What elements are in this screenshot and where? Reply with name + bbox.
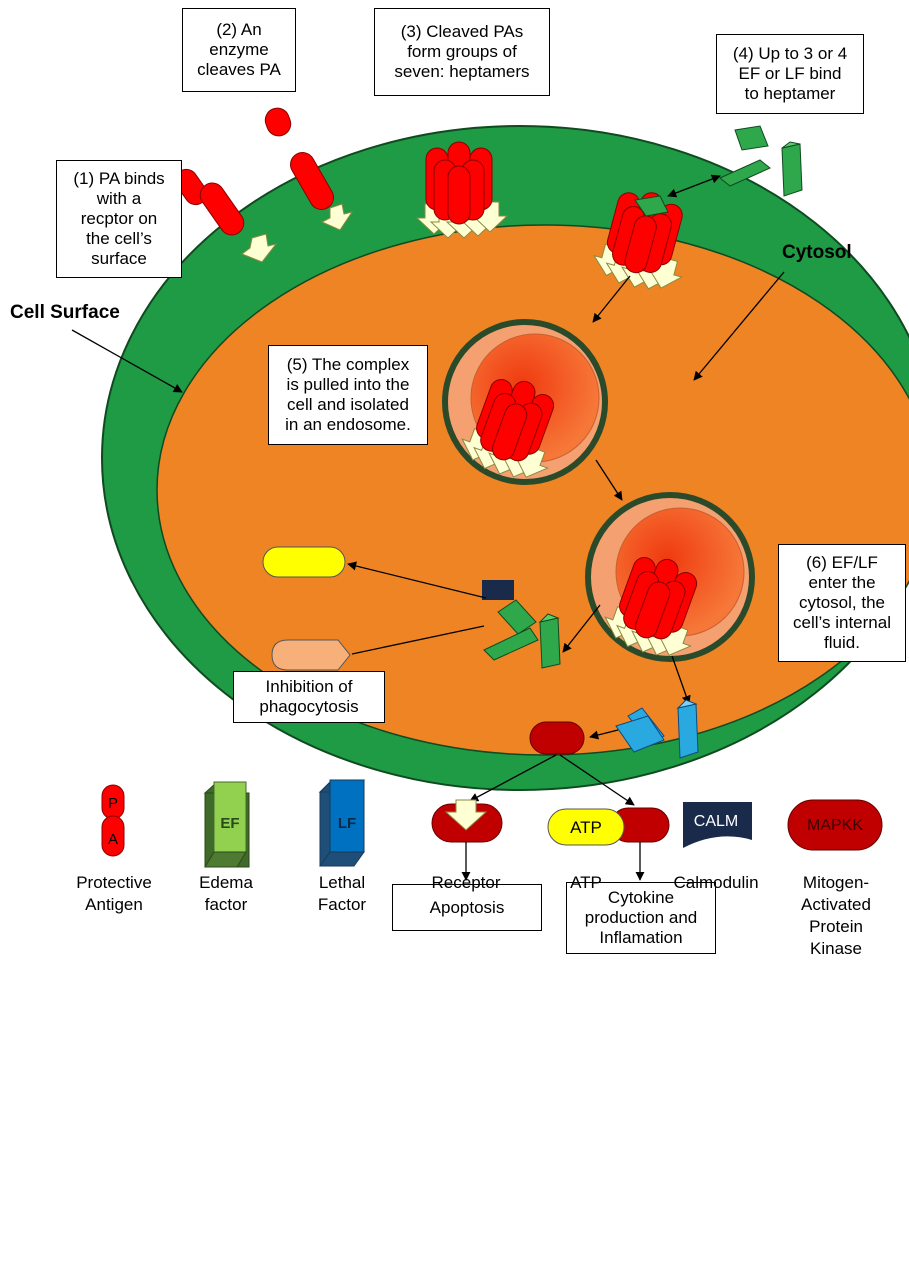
step-5-label: (5) The complex is pulled into the cell … <box>268 345 428 445</box>
camp-molecule <box>272 640 350 670</box>
svg-text:P: P <box>108 795 118 812</box>
legend-lethal-factor: LF <box>320 780 364 866</box>
calmodulin-molecule <box>482 580 514 600</box>
cytosol-label: Cytosol <box>782 243 852 263</box>
legend-protective-antigen-caption: Protective Antigen <box>76 872 152 916</box>
legend-atp-caption: ATP <box>570 872 602 894</box>
svg-text:EF: EF <box>220 815 239 832</box>
step-1-label: (1) PA binds with a recptor on the cell’… <box>56 160 182 278</box>
inhibition-of-phagocytosis-label: Inhibition of phagocytosis <box>233 671 385 723</box>
step-3-label: (3) Cleaved PAs form groups of seven: he… <box>374 8 550 96</box>
step-2-label: (2) An enzyme cleaves PA <box>182 8 296 92</box>
svg-text:MAPKK: MAPKK <box>807 817 863 834</box>
legend-lethal-factor-caption: Lethal Factor <box>318 872 366 916</box>
mapkk-top <box>530 722 584 754</box>
legend-receptor-caption: Receptor <box>432 872 501 894</box>
svg-text:ATP: ATP <box>570 818 602 837</box>
legend-calmodulin: CALM <box>683 802 752 848</box>
svg-text:LF: LF <box>338 815 356 832</box>
step-4-label: (4) Up to 3 or 4 EF or LF bind to heptam… <box>716 34 864 114</box>
step-6-label: (6) EF/LF enter the cytosol, the cell’s … <box>778 544 906 662</box>
atp-molecule <box>263 547 345 577</box>
legend-calmodulin-caption: Calmodulin <box>673 872 758 894</box>
cell-surface-label: Cell Surface <box>10 303 120 323</box>
legend-atp: ATP <box>548 809 624 845</box>
svg-text:CALM: CALM <box>694 813 738 830</box>
legend-protective-antigen: P A <box>102 785 124 856</box>
legend-edema-factor: EF <box>205 782 249 867</box>
legend-mapkk-caption: Mitogen- Activated Protein Kinase <box>801 872 871 960</box>
legend-edema-factor-caption: Edema factor <box>199 872 253 916</box>
legend-mapkk: MAPKK <box>788 800 882 850</box>
svg-text:A: A <box>108 831 118 848</box>
ef-lf-binding-factors <box>720 126 802 196</box>
